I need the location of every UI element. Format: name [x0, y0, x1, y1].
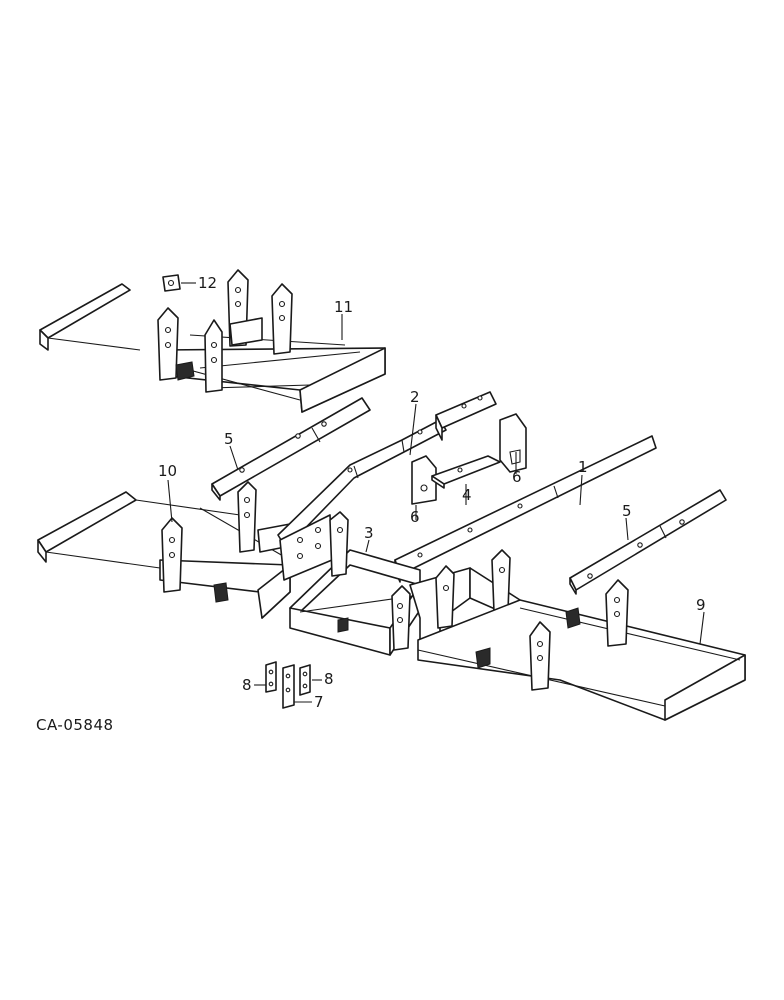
callout-6-left: 6	[410, 508, 420, 526]
part-5-bar-left	[211, 397, 371, 501]
part-7-plate	[282, 664, 295, 709]
callout-8-left: 8	[242, 676, 252, 694]
part-2-member	[277, 419, 447, 581]
callout-9: 9	[696, 596, 706, 614]
callout-5-right: 5	[622, 502, 632, 520]
callout-2: 2	[410, 388, 420, 406]
callout-5-left: 5	[224, 430, 234, 448]
callout-6-right: 6	[512, 468, 522, 486]
leader-lines	[167, 282, 705, 703]
callout-4: 4	[462, 486, 472, 504]
callout-3: 3	[364, 524, 374, 542]
part-12-plate	[162, 274, 181, 292]
part-3-frame	[289, 511, 521, 656]
part-11-frame	[39, 269, 386, 413]
part-10-frame	[37, 481, 291, 619]
figure-id: CA-05848	[36, 716, 114, 734]
part-8-plate-left	[265, 661, 277, 693]
callout-10: 10	[158, 462, 177, 480]
part-4-plate	[431, 455, 501, 489]
part-2-angle-bracket	[435, 391, 497, 441]
part-8-plate-right	[299, 664, 311, 696]
callout-1: 1	[578, 458, 588, 476]
part-5-bar-right	[569, 489, 727, 595]
callout-8-right: 8	[324, 670, 334, 688]
callout-11: 11	[334, 298, 353, 316]
callout-12: 12	[198, 274, 217, 292]
part-6-bracket-right	[499, 413, 527, 473]
callouts: 12 11 2 1 5 5 6 6 4 3 10 9 8 8 7	[158, 274, 706, 711]
callout-7: 7	[314, 693, 324, 711]
part-9-frame	[417, 579, 746, 721]
part-6-bracket-left	[411, 455, 437, 505]
